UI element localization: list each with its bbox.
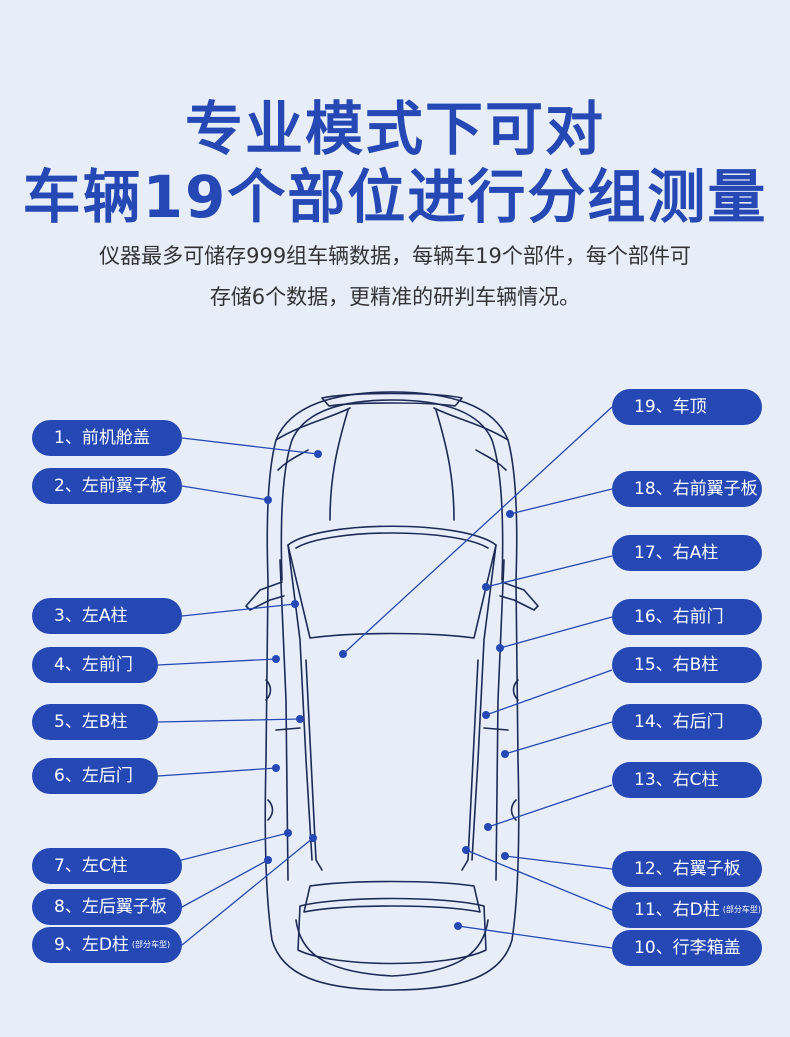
left-mirror	[245, 581, 285, 611]
part-label-19: 19、车顶	[612, 389, 762, 425]
part-label-15: 15、右B柱	[612, 647, 762, 683]
part-label-6: 6、左后门	[32, 758, 158, 794]
part-label-4: 4、左前门	[32, 647, 158, 683]
description-line2: 存储6个数据，更精准的研判车辆情况。	[209, 285, 581, 309]
description-line1: 仪器最多可储存999组车辆数据，每辆车19个部件，每个部件可	[99, 244, 691, 268]
part-label-1: 1、前机舱盖	[32, 420, 182, 456]
part-label-2: 2、左前翼子板	[32, 468, 182, 504]
part-label-10: 10、行李箱盖	[612, 930, 762, 966]
part-label-14: 14、右后门	[612, 704, 762, 740]
trunk-outline	[297, 897, 487, 965]
page-title-line2: 车辆19个部位进行分组测量	[22, 163, 768, 231]
page-title-line1: 专业模式下可对	[184, 95, 605, 163]
part-label-16: 16、右前门	[612, 599, 762, 635]
part-label-17: 17、右A柱	[612, 535, 762, 571]
part-label-7: 7、左C柱	[32, 848, 182, 884]
part-label-8: 8、左后翼子板	[32, 889, 182, 925]
part-label-5: 5、左B柱	[32, 704, 158, 740]
part-label-13: 13、右C柱	[612, 762, 762, 798]
rear-window-outline	[303, 880, 481, 913]
part-label-9: 9、左D柱(部分车型)	[32, 927, 182, 963]
right-mirror	[499, 581, 539, 611]
part-label-12: 12、右翼子板	[612, 851, 762, 887]
part-label-18: 18、右前翼子板	[612, 471, 762, 507]
car-body-outline	[264, 391, 520, 991]
part-label-11: 11、右D柱(部分车型)	[612, 892, 762, 928]
part-label-3: 3、左A柱	[32, 598, 182, 634]
